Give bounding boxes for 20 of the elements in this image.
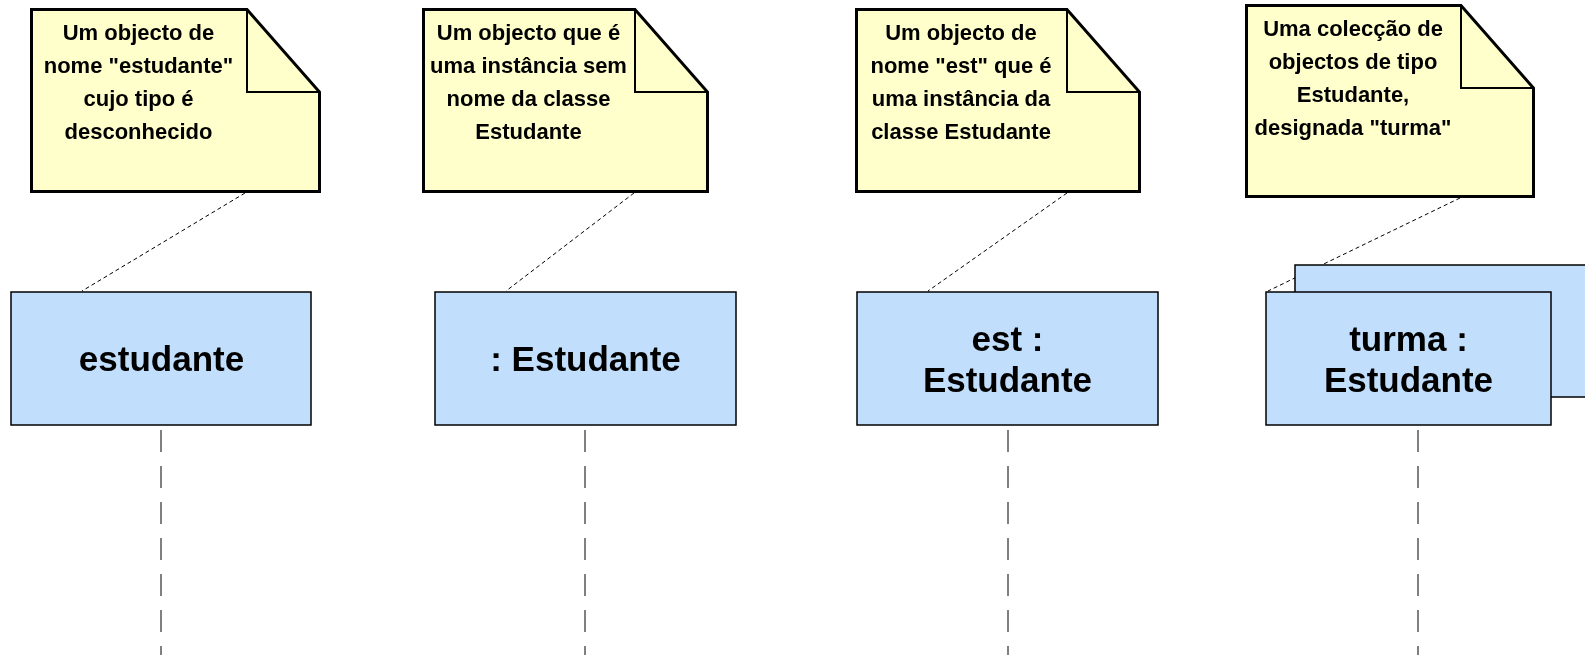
object-box	[434, 291, 737, 426]
note	[1245, 4, 1535, 198]
leader-line	[505, 192, 635, 292]
note	[855, 8, 1141, 193]
note-text: Um objecto de nome "est" que é uma instância da classe Estudante	[869, 19, 1053, 146]
note-text: Uma colecção de objectos de tipo Estudante, designada "turma"	[1253, 15, 1453, 142]
multi-object-box	[1265, 264, 1585, 426]
leader-line	[1267, 197, 1461, 292]
object-name: : Estudante	[489, 338, 682, 380]
leader-line	[81, 192, 246, 292]
note	[30, 8, 321, 193]
note-text: Um objecto que é uma instância sem nome da classe Estudante	[430, 19, 627, 146]
object-name: estudante	[77, 338, 246, 380]
object-box	[10, 291, 312, 426]
leader-line	[927, 192, 1068, 292]
object-name: est : Estudante	[921, 317, 1094, 401]
note-text: Um objecto de nome "estudante" cujo tipo é desconhecido	[42, 19, 235, 146]
object-name: turma : Estudante	[1322, 317, 1495, 401]
object-box	[856, 291, 1159, 426]
note	[422, 8, 709, 193]
